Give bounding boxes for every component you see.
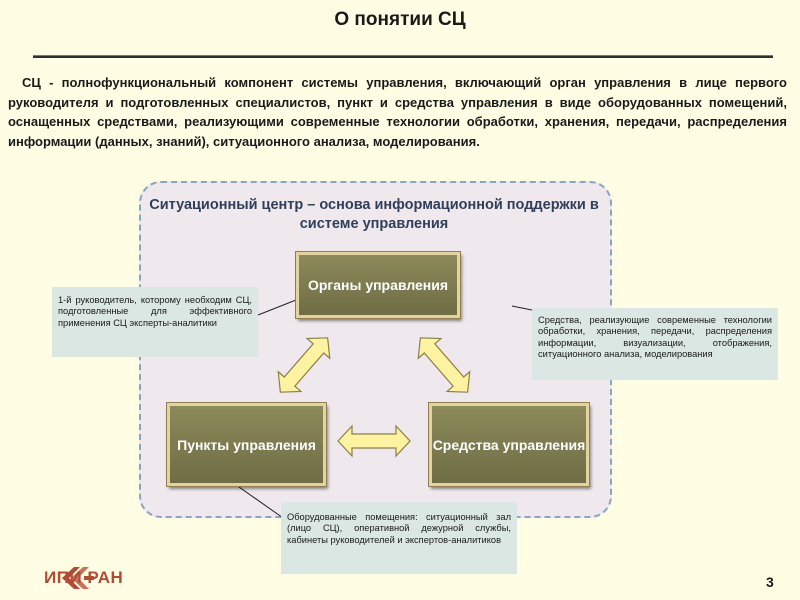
page-number: 3	[766, 574, 774, 590]
arrow-organs-points	[277, 337, 331, 393]
ipi-ran-logo-icon	[62, 567, 94, 589]
callout-right: Средства, реализующие современные технол…	[532, 308, 778, 380]
diagram-title: Ситуационный центр – основа информационн…	[149, 197, 599, 232]
node-control-points: Пункты управления	[166, 402, 327, 487]
slide-title: О понятии СЦ	[334, 9, 466, 30]
arrow-points-means	[337, 424, 411, 458]
callout-bottom-pointer	[228, 479, 287, 521]
callout-left: 1-й руководитель, которому необходим СЦ,…	[52, 287, 258, 357]
logo-text: ИПИ РАН	[44, 568, 124, 587]
node-control-means: Средства управления	[428, 402, 590, 487]
intro-paragraph: СЦ - полнофункциональный компонент систе…	[8, 75, 787, 149]
callout-left-pointer	[257, 299, 297, 316]
callout-bottom: Оборудованные помещения: ситуационный за…	[281, 502, 517, 574]
title-divider	[33, 55, 773, 58]
arrow-organs-means	[417, 337, 471, 393]
node-organs-of-control: Органы управления	[295, 251, 461, 319]
